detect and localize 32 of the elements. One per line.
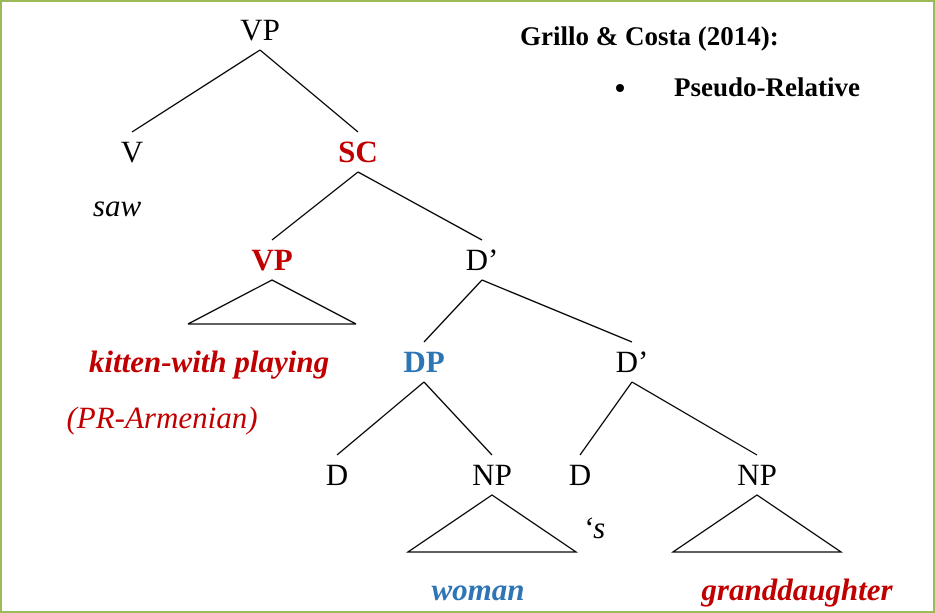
branch-line [424, 280, 482, 342]
branch-line [424, 382, 492, 456]
branch-line [132, 49, 260, 133]
category-label: D [324, 457, 350, 493]
category-label: VP [249, 242, 295, 278]
category-label: VP [238, 12, 282, 48]
branch-line [272, 172, 358, 240]
gloss-text: ‘s [582, 510, 606, 546]
gloss-text: saw [92, 188, 142, 224]
category-label: NP [735, 457, 779, 493]
word-text: woman [429, 572, 527, 608]
gloss-text: (PR-Armenian) [66, 400, 258, 436]
branch-line [579, 382, 633, 456]
branch-line [260, 50, 358, 132]
word-text: granddaughter [699, 572, 895, 608]
roof-triangle [670, 494, 844, 553]
branch-line [482, 279, 632, 343]
bullet-item: Pseudo-Relative [674, 71, 860, 103]
citation-heading: Grillo & Costa (2014): [520, 20, 779, 52]
category-label: D’ [614, 344, 650, 380]
branch-line [358, 171, 482, 241]
roof-triangle [187, 279, 357, 325]
category-label: NP [470, 457, 514, 493]
phrase-text: kitten-with playing [86, 344, 332, 380]
category-label: D’ [464, 242, 500, 278]
roof-triangle [406, 494, 578, 553]
branch-line [632, 381, 758, 456]
category-label: D [566, 457, 594, 493]
category-label: SC [336, 134, 380, 170]
category-label: V [118, 134, 146, 170]
branch-line [336, 382, 424, 456]
category-label: DP [401, 344, 447, 380]
